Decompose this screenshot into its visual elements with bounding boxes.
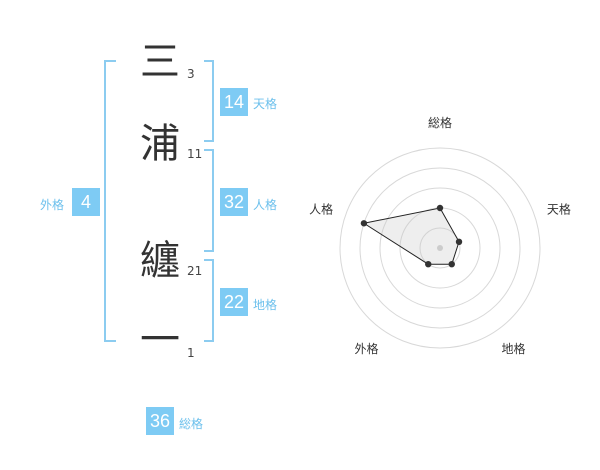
radar-point-5 xyxy=(360,220,368,227)
radar-axis-label-5: 人格 xyxy=(309,201,333,216)
stroke-count-3: 21 xyxy=(187,264,203,278)
radar-area xyxy=(362,207,460,265)
radar-point-3 xyxy=(448,260,455,268)
jinkaku-label: 人格 xyxy=(253,198,278,212)
radar-ring-1 xyxy=(419,227,461,269)
name-char-3: 纏 xyxy=(140,238,180,284)
stroke-count-2: 11 xyxy=(187,147,203,161)
radar-point-2 xyxy=(455,238,463,246)
radar-ring-3 xyxy=(379,187,501,309)
gaikaku-bracket xyxy=(104,60,116,342)
radar-point-4 xyxy=(425,260,432,268)
jinkaku-value: 32 xyxy=(220,188,248,216)
soukaku-label: 総格 xyxy=(179,417,204,431)
name-char-1: 三 xyxy=(140,39,180,85)
radar-ring-5 xyxy=(339,147,541,349)
radar-axis-label-2: 天格 xyxy=(547,201,571,216)
tenkaku-label: 天格 xyxy=(253,97,278,111)
jinkaku-bracket xyxy=(204,149,214,252)
radar-axis-label-3: 地格 xyxy=(501,341,525,356)
tenkaku-bracket xyxy=(204,60,214,142)
radar-axis-label-1: 総格 xyxy=(428,115,452,130)
stroke-count-4: 1 xyxy=(187,346,195,360)
chikaku-label: 地格 xyxy=(253,298,278,312)
radar-center xyxy=(437,245,443,251)
chikaku-value: 22 xyxy=(220,288,248,316)
tenkaku-value: 14 xyxy=(220,88,248,116)
name-char-4: 一 xyxy=(140,317,180,363)
gaikaku-value: 4 xyxy=(72,188,100,216)
radar-ring-4 xyxy=(359,167,521,329)
radar-axis-label-4: 外格 xyxy=(355,341,379,356)
soukaku-value: 36 xyxy=(146,407,174,435)
stroke-count-1: 3 xyxy=(187,67,195,81)
name-char-2: 浦 xyxy=(140,121,180,167)
gaikaku-label: 外格 xyxy=(40,198,65,212)
radar-point-1 xyxy=(436,204,444,212)
chikaku-bracket xyxy=(204,259,214,342)
